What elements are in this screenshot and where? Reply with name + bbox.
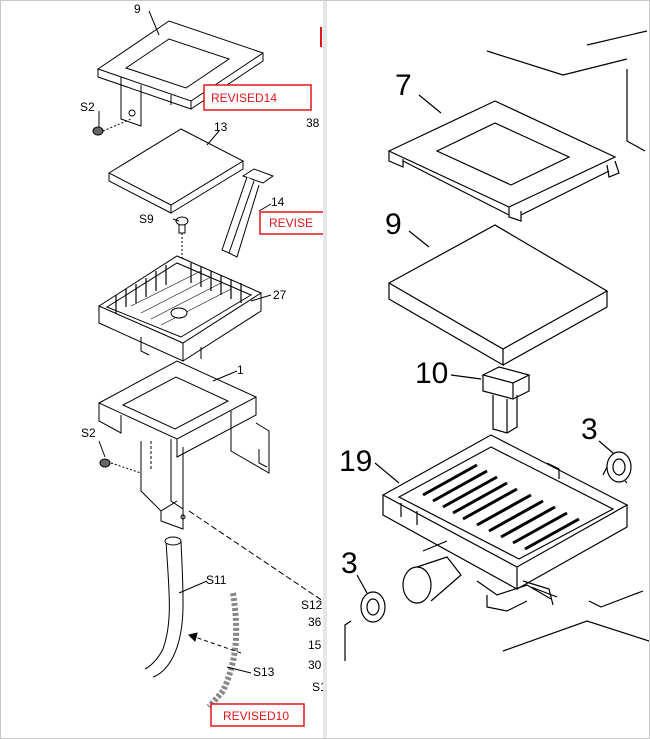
callout-s13: S13: [253, 665, 275, 679]
callout-s2-mid: S2: [81, 426, 96, 440]
callout-10: 10: [415, 357, 448, 390]
svg-text:REVISED14: REVISED14: [211, 91, 277, 105]
right-exploded-diagram: 7 9 10 3 19 3: [339, 30, 649, 661]
callout-27: 27: [273, 288, 287, 302]
left-diagram-panel: 9 S2 13 38 S9 14 27 1 S2 S11 S13 S12 36 …: [1, 1, 323, 738]
callout-14: 14: [271, 195, 285, 209]
svg-text:REVISED10: REVISED10: [223, 709, 289, 723]
revision-stamp-10: REVISED10: [210, 703, 305, 727]
callout-9: 9: [134, 2, 141, 16]
callout-3-top: 3: [581, 413, 598, 446]
svg-text:REVISE: REVISE: [269, 216, 313, 230]
callout-30: 30: [308, 658, 322, 672]
callout-38: 38: [306, 116, 320, 130]
callout-s11: S11: [206, 573, 227, 587]
panel-divider: [323, 1, 327, 738]
callout-19: 19: [339, 445, 372, 478]
callout-3-bottom: 3: [341, 547, 358, 580]
callout-s12: S12: [301, 598, 323, 612]
callout-s9: S9: [139, 212, 154, 226]
revision-stamp-14: REVISED14: [203, 84, 312, 111]
callout-13: 13: [214, 120, 228, 134]
right-diagram-panel: 7 9 10 3 19 3: [327, 1, 649, 738]
callout-1: 1: [237, 363, 244, 377]
left-exploded-diagram: 9 S2 13 38 S9 14 27 1 S2 S11 S13 S12 36 …: [80, 2, 323, 727]
callout-s1: S1: [312, 680, 323, 694]
callout-36: 36: [308, 615, 322, 629]
callout-15: 15: [308, 638, 322, 652]
revision-stamp-partial: REVISE: [259, 211, 323, 235]
callout-s2-top: S2: [80, 100, 95, 114]
callout-9: 9: [385, 208, 402, 241]
callout-7: 7: [395, 69, 412, 102]
